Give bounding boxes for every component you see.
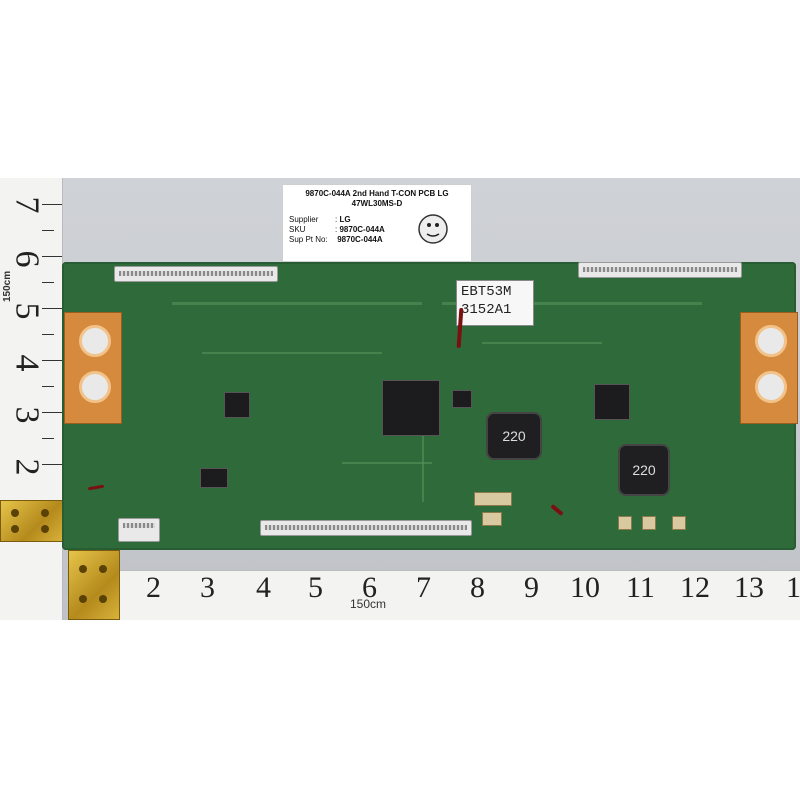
label-title: 9870C-044A 2nd Hand T-CON PCB LG	[305, 189, 449, 198]
ruler-number: 6	[362, 571, 377, 604]
ruler-unit: 150cm	[2, 270, 13, 302]
trace	[422, 412, 424, 502]
ruler-unit: 150cm	[350, 597, 387, 611]
component	[672, 516, 686, 530]
ruler-tick	[42, 334, 54, 335]
connector-top-right	[578, 262, 742, 278]
ruler-tick	[42, 386, 54, 387]
ruler-tick	[42, 204, 62, 205]
vertical-ruler: 7 6 5 4 3 2 150cm	[0, 178, 63, 620]
trace	[172, 302, 422, 305]
label-value: 9870C-044A	[337, 235, 383, 244]
ruler-number: 3	[8, 406, 46, 424]
label-row: Supplier : LG	[289, 215, 465, 225]
inductor: 220	[486, 412, 542, 460]
connector-bottom	[260, 520, 472, 536]
label-key: Sup Pt No:	[289, 235, 328, 244]
ruler-number: 11	[626, 571, 655, 604]
label-title: 47WL30MS-D	[351, 199, 403, 208]
label-key: Supplier	[289, 215, 319, 224]
ic-chip	[200, 468, 228, 488]
brass-hinge	[68, 550, 120, 620]
label-row: SKU : 9870C-044A	[289, 225, 465, 235]
connector-top-left	[114, 266, 278, 282]
ruler-number: 9	[524, 571, 539, 604]
trace	[202, 352, 382, 354]
trace	[342, 462, 432, 464]
component	[618, 516, 632, 530]
pcb-photo: 7 6 5 4 3 2 150cm 2 3 4 5 6 7 8 9 10 11 …	[0, 178, 800, 620]
trace	[442, 302, 702, 305]
mounting-pad-right	[740, 312, 798, 424]
ruler-number: 3	[200, 571, 215, 604]
ruler-number: 4	[8, 354, 46, 372]
fuse	[474, 492, 512, 506]
part-number-sticker: EBT53M 3152A1	[456, 280, 534, 326]
sticker-line: EBT53M	[461, 284, 512, 300]
ruler-number: 10	[570, 571, 600, 604]
ruler-tick	[42, 360, 62, 361]
ruler-tick	[42, 464, 62, 465]
ruler-number: 8	[470, 571, 485, 604]
ic-chip	[594, 384, 630, 420]
label-value: LG	[339, 215, 351, 224]
ruler-number: 7	[8, 196, 46, 214]
connector-small	[118, 518, 160, 542]
ruler-number: 5	[308, 571, 323, 604]
ic-chip	[224, 392, 250, 418]
ruler-tick	[42, 412, 62, 413]
ruler-tick	[42, 230, 54, 231]
ruler-number: 4	[256, 571, 271, 604]
ruler-number: 6	[8, 250, 46, 268]
marker-stroke	[550, 503, 564, 517]
ruler-number: 14	[786, 571, 800, 604]
ic-chip	[452, 390, 472, 408]
ruler-tick	[42, 308, 62, 309]
label-value: 9870C-044A	[339, 225, 385, 234]
ruler-tick	[42, 438, 54, 439]
tcon-circuit-board: 220 220 EBT53M 3152A1	[62, 262, 798, 550]
label-row: Sup Pt No: 9870C-044A	[289, 235, 465, 245]
marker-stroke	[87, 484, 105, 491]
component	[482, 512, 502, 526]
trace	[482, 342, 602, 344]
label-sep: :	[335, 215, 338, 224]
mounting-pad-left	[64, 312, 122, 424]
label-sep: :	[335, 225, 338, 234]
main-ic-chip	[382, 380, 440, 436]
label-key: SKU	[289, 225, 306, 234]
ruler-tick	[42, 256, 62, 257]
product-label: 9870C-044A 2nd Hand T-CON PCB LG 47WL30M…	[282, 184, 472, 262]
horizontal-ruler: 2 3 4 5 6 7 8 9 10 11 12 13 14 150cm	[118, 570, 800, 620]
tv-centre-logo-icon	[418, 214, 448, 244]
inductor: 220	[618, 444, 670, 496]
ruler-number: 13	[734, 571, 764, 604]
sticker-line: 3152A1	[461, 302, 512, 318]
ruler-tick	[42, 282, 54, 283]
ruler-number: 12	[680, 571, 710, 604]
brass-hinge	[0, 500, 64, 542]
ruler-number: 2	[146, 571, 161, 604]
ruler-number: 5	[8, 302, 46, 320]
component	[642, 516, 656, 530]
ruler-number: 2	[8, 458, 46, 476]
ruler-number: 7	[416, 571, 431, 604]
